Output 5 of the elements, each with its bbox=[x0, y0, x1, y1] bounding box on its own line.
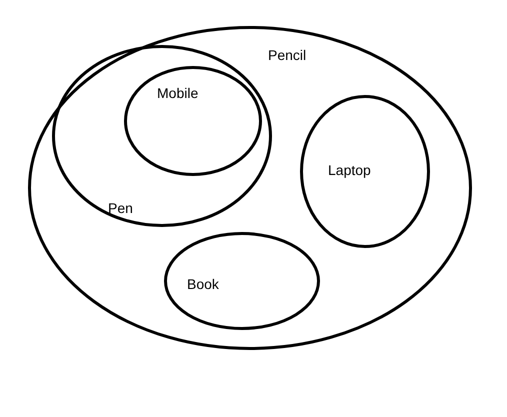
set-label: Pencil bbox=[268, 47, 306, 63]
set-label: Laptop bbox=[328, 162, 371, 178]
set-label: Pen bbox=[108, 200, 133, 216]
set-label: Mobile bbox=[157, 85, 198, 101]
set-label: Book bbox=[187, 276, 219, 292]
